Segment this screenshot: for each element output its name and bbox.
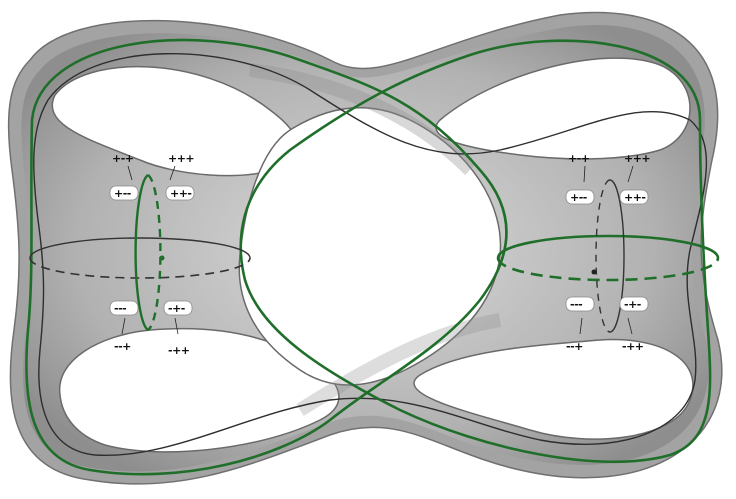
right-top-left-boxed-label: +-- [570, 191, 587, 204]
left-top-left-plain-label: +-+ [112, 152, 134, 165]
right-top-right-plain-label: +++ [624, 152, 650, 165]
right-bottom-right-boxed-label: -+- [624, 298, 641, 311]
right-bottom-right-plain-label: -++ [622, 340, 644, 353]
left-bottom-right-boxed-label: -+- [168, 302, 185, 315]
right-top-right-boxed-label: ++- [624, 191, 646, 204]
right-junction-point [592, 270, 597, 275]
left-top-left-boxed-label: +-- [114, 187, 131, 200]
left-top-right-boxed-label: ++- [170, 187, 192, 200]
left-bottom-left-boxed-label: --- [114, 302, 126, 315]
right-bottom-left-boxed-label: --- [570, 298, 582, 311]
right-top-left-plain-label: +-+ [568, 152, 590, 165]
left-top-right-plain-label: +++ [168, 152, 194, 165]
right-bottom-left-plain-label: --+ [566, 340, 583, 353]
left-junction-point [160, 256, 165, 261]
left-bottom-right-plain-label: -++ [168, 344, 190, 357]
left-bottom-left-plain-label: --+ [114, 340, 131, 353]
